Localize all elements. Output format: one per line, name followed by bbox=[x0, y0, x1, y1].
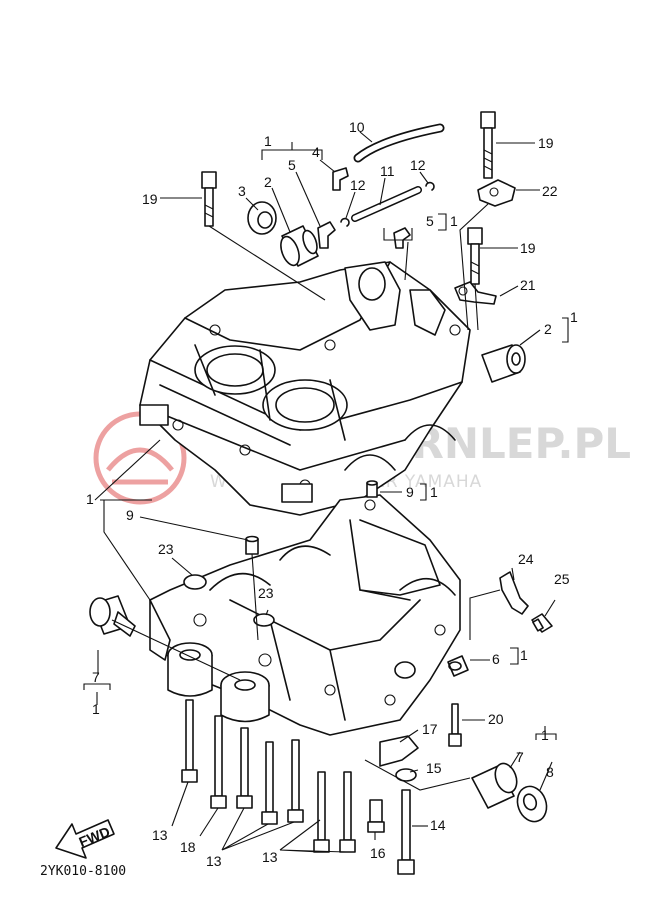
bolt-part-13-e bbox=[313, 771, 330, 853]
elbow-fitting-part-5 bbox=[317, 221, 336, 249]
callout-16: 16 bbox=[370, 845, 386, 861]
callout-1-bottom-right: 1 bbox=[541, 727, 549, 743]
fwd-label: FWD bbox=[77, 823, 113, 850]
callout-1-top: 1 bbox=[264, 133, 272, 149]
callout-1-right-9: 1 bbox=[430, 484, 438, 500]
callout-1-right-2: 1 bbox=[570, 309, 578, 325]
callout-19-top: 19 bbox=[538, 135, 554, 151]
clamp-part-22 bbox=[477, 179, 516, 207]
callout-22: 22 bbox=[542, 183, 558, 199]
callout-1-right-6: 1 bbox=[520, 647, 528, 663]
elbow-fitting-part-4 bbox=[332, 167, 349, 191]
bearing-part-7-right bbox=[471, 762, 518, 809]
forward-direction-icon: FWD bbox=[55, 819, 115, 859]
screw-part-25 bbox=[531, 613, 553, 633]
callout-23-mid: 23 bbox=[258, 585, 274, 601]
bolt-part-19-left bbox=[201, 171, 217, 227]
lower-crankcase bbox=[149, 494, 461, 736]
callout-1-left: 1 bbox=[86, 491, 94, 507]
callout-15: 15 bbox=[426, 760, 442, 776]
bolt-part-20 bbox=[448, 703, 462, 747]
callout-12-left: 12 bbox=[350, 177, 366, 193]
callout-21: 21 bbox=[520, 277, 536, 293]
bracket-part-24 bbox=[499, 571, 529, 615]
bearing-part-2-top bbox=[280, 225, 319, 267]
oil-seal-part-3 bbox=[247, 201, 277, 235]
o-ring-part-23-mid bbox=[253, 613, 275, 627]
callout-19-left: 19 bbox=[142, 191, 158, 207]
bolt-part-13-a bbox=[181, 699, 198, 783]
callout-17: 17 bbox=[422, 721, 438, 737]
drain-plug-part-16 bbox=[367, 799, 385, 833]
dowel-part-6 bbox=[447, 655, 469, 677]
callout-1-left-7: 1 bbox=[92, 701, 100, 717]
callout-4: 4 bbox=[312, 144, 320, 160]
callout-7-left: 7 bbox=[92, 669, 100, 685]
bearing-part-2-right bbox=[481, 344, 526, 383]
callout-18: 18 bbox=[180, 839, 196, 855]
callout-3: 3 bbox=[238, 183, 246, 199]
callout-2-top: 2 bbox=[264, 174, 272, 190]
callout-11: 11 bbox=[380, 163, 395, 179]
callout-12-right: 12 bbox=[410, 157, 426, 173]
callout-20: 20 bbox=[488, 711, 504, 727]
crankshaft-section bbox=[167, 642, 270, 723]
bolt-part-13-d bbox=[287, 739, 304, 823]
bolt-row-part-13 bbox=[181, 699, 356, 853]
callout-9-left: 9 bbox=[126, 507, 134, 523]
callout-10: 10 bbox=[349, 119, 365, 135]
callout-6: 6 bbox=[492, 651, 500, 667]
upper-crankcase bbox=[139, 261, 471, 516]
bolt-part-13-f bbox=[339, 771, 356, 853]
bracket-part-17 bbox=[379, 735, 419, 767]
callout-13-c: 13 bbox=[262, 849, 278, 865]
callout-25: 25 bbox=[554, 571, 570, 587]
bolt-part-18 bbox=[210, 715, 227, 809]
catalog-code: 2YK010-8100 bbox=[40, 864, 126, 879]
callout-labels: 1 2 3 4 5 10 11 12 12 5 1 19 19 19 22 21… bbox=[86, 119, 578, 869]
bolt-part-13-c bbox=[261, 741, 278, 825]
bolt-part-13-b bbox=[236, 727, 253, 809]
callout-9-right: 9 bbox=[406, 484, 414, 500]
bolt-part-19-mid bbox=[467, 227, 483, 285]
leader-lines bbox=[83, 131, 569, 853]
callout-7-right: 7 bbox=[516, 749, 524, 765]
dowel-part-9-right bbox=[366, 480, 378, 498]
callout-2-right: 2 bbox=[544, 321, 552, 337]
callout-1-right-5: 1 bbox=[450, 213, 458, 229]
dowel-part-9-left bbox=[245, 535, 259, 555]
callout-13-b: 13 bbox=[206, 853, 222, 869]
bolt-part-19-top bbox=[480, 111, 496, 179]
callout-8: 8 bbox=[546, 764, 554, 780]
o-ring-part-23-left bbox=[183, 574, 207, 590]
callout-5-right: 5 bbox=[426, 213, 434, 229]
callout-13-a: 13 bbox=[152, 827, 168, 843]
pipe-part-11 bbox=[351, 186, 422, 222]
callout-14: 14 bbox=[430, 817, 446, 833]
hose-part-10 bbox=[353, 123, 445, 163]
clip-part-12-right bbox=[425, 181, 435, 191]
bolt-part-14 bbox=[397, 789, 415, 875]
callout-5-top: 5 bbox=[288, 157, 296, 173]
clip-part-12-left bbox=[340, 217, 350, 227]
callout-24: 24 bbox=[518, 551, 534, 567]
callout-19-mid: 19 bbox=[520, 240, 536, 256]
callout-23-left: 23 bbox=[158, 541, 174, 557]
bearing-part-7-left bbox=[89, 595, 136, 637]
oil-seal-part-8 bbox=[516, 785, 548, 823]
